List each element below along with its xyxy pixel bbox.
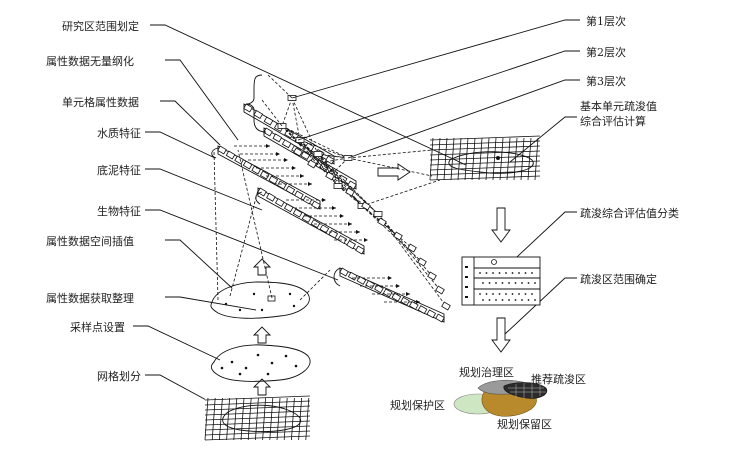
label-basic-unit-1: 基本单元疏浚值 <box>580 99 657 113</box>
left-labels: 研究区范围划定 属性数据无量纲化 单元格属性数据 水质特征 底泥特征 生物特征 … <box>46 19 141 383</box>
brace-levels <box>245 74 267 133</box>
left-leader-lines <box>133 24 467 403</box>
strip-biology <box>339 267 445 323</box>
zone-label-governance: 规划治理区 <box>459 365 514 379</box>
arrow-up-2 <box>252 326 272 344</box>
label-sediment: 底泥特征 <box>97 163 141 177</box>
zone-label-reserve: 规划保留区 <box>497 417 552 431</box>
leader-study-area <box>150 24 467 166</box>
arrow-down-2 <box>491 317 511 353</box>
brace-biology <box>333 267 341 287</box>
leader-water-quality <box>145 131 216 159</box>
label-data-acquisition: 属性数据获取整理 <box>46 291 134 305</box>
label-level3: 第3层次 <box>586 74 626 88</box>
right-leader-lines <box>291 19 580 335</box>
brace-water <box>211 147 219 159</box>
arrow-down-1 <box>491 207 511 243</box>
label-normalization: 属性数据无量纲化 <box>46 54 134 68</box>
evaluation-hierarchy <box>261 74 451 311</box>
zone-label-recommended: 推荐疏浚区 <box>531 372 586 386</box>
zone-map: 规划治理区 推荐疏浚区 规划保护区 规划保留区 <box>390 365 586 431</box>
label-classification: 疏浚综合评估值分类 <box>580 206 679 220</box>
label-study-area: 研究区范围划定 <box>62 19 139 33</box>
arrow-up-1 <box>252 378 272 396</box>
label-range: 疏浚区范围确定 <box>580 272 657 286</box>
evaluation-grid <box>429 135 541 181</box>
label-water-quality: 水质特征 <box>97 126 141 140</box>
right-labels: 第1层次 第2层次 第3层次 基本单元疏浚值 综合评估计算 疏浚综合评估值分类 … <box>580 14 679 286</box>
dashed-arrows <box>234 144 420 304</box>
interpolation-map <box>210 281 310 319</box>
leader-gridding <box>145 374 211 403</box>
arrow-up-3 <box>252 258 272 276</box>
label-sampling: 采样点设置 <box>70 320 125 334</box>
label-gridding: 网格划分 <box>97 369 141 383</box>
lake-outline <box>222 404 301 432</box>
sampling-points-map <box>210 344 311 382</box>
strip-sediment <box>257 187 365 255</box>
classification-chart <box>461 256 541 306</box>
label-biology: 生物特征 <box>97 204 141 218</box>
label-level2: 第2层次 <box>586 45 626 59</box>
leader-interpolation <box>165 239 233 289</box>
leader-sediment <box>145 168 263 211</box>
dashed-links-up <box>213 149 331 301</box>
zone-label-protection: 规划保护区 <box>390 398 445 412</box>
leader-cell-attributes <box>160 100 221 146</box>
strip-water-quality <box>217 145 321 210</box>
arrow-right <box>377 163 411 181</box>
leader-data-acquisition <box>165 296 257 311</box>
label-level1: 第1层次 <box>586 14 626 28</box>
label-basic-unit-2: 综合评估计算 <box>580 114 646 128</box>
zone-recommended <box>503 382 548 399</box>
leader-biology <box>145 209 339 281</box>
grid-mesh <box>204 395 311 441</box>
label-cell-attributes: 单元格属性数据 <box>62 95 139 109</box>
label-interpolation: 属性数据空间插值 <box>46 234 134 248</box>
leader-sampling <box>133 325 221 361</box>
leader-normalization <box>165 59 239 141</box>
